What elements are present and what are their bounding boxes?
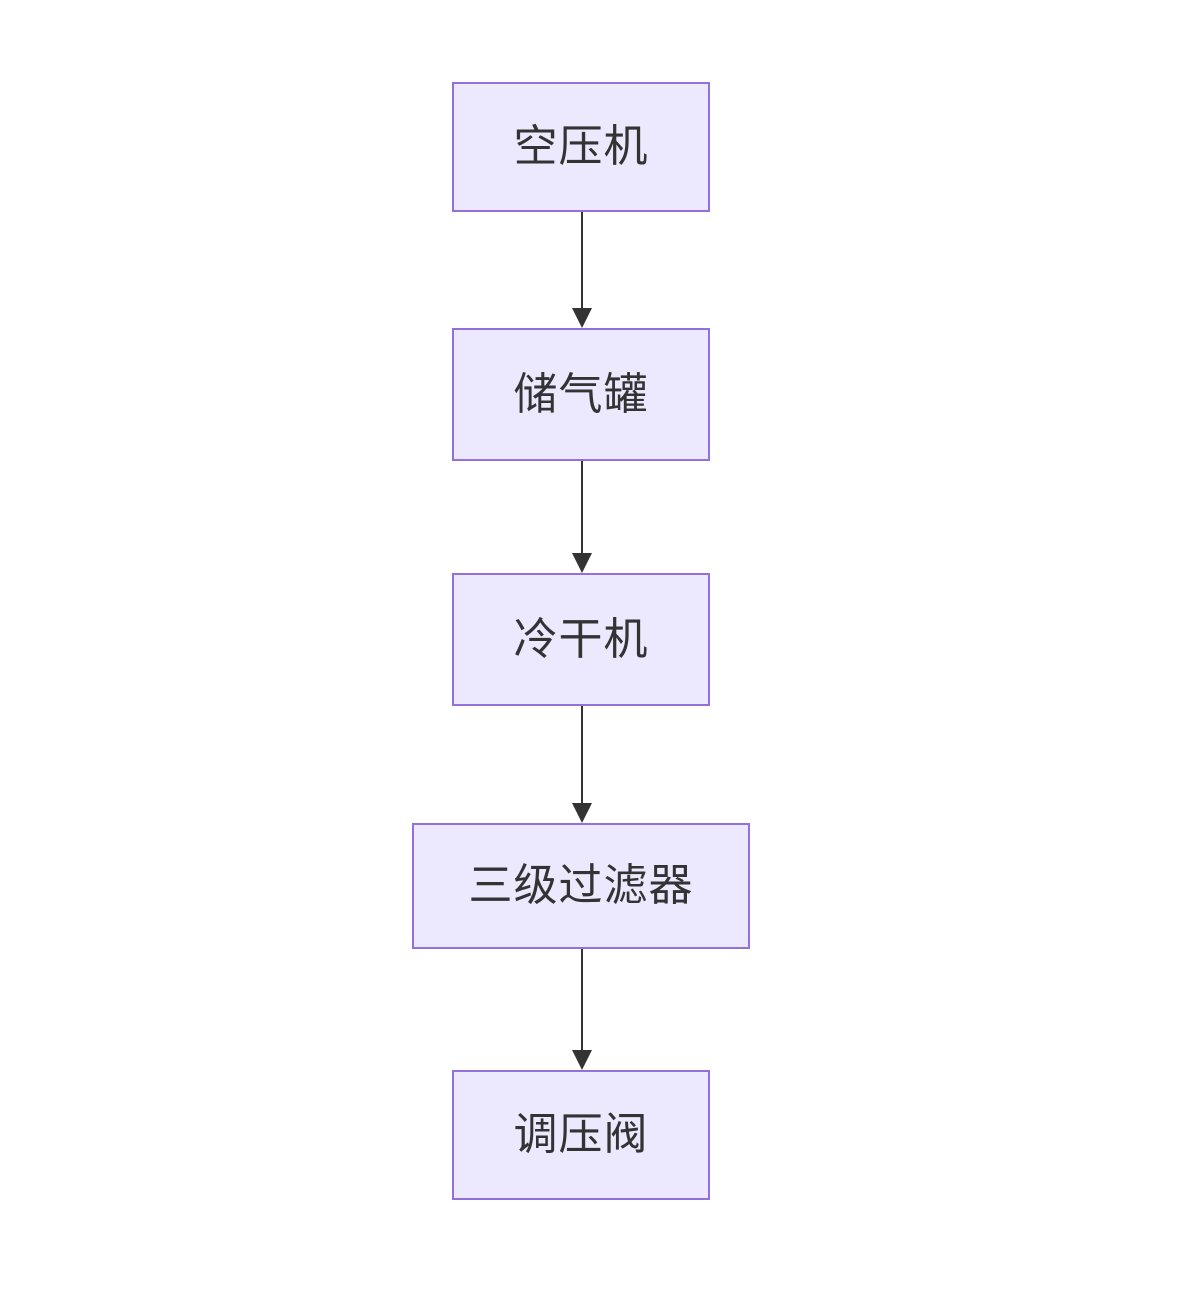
flow-node-air-compressor[interactable]: 空压机 — [452, 82, 710, 212]
arrow-head-icon — [572, 1050, 592, 1070]
flow-node-label: 储气罐 — [513, 369, 649, 419]
flow-node-label: 调压阀 — [513, 1110, 649, 1159]
flow-node-label: 冷干机 — [513, 614, 649, 664]
arrow-head-icon — [572, 308, 592, 328]
edge-n1-n2 — [572, 212, 592, 328]
arrow-head-icon — [572, 553, 592, 573]
flow-node-three-stage-filter[interactable]: 三级过滤器 — [412, 823, 750, 949]
flow-node-air-tank[interactable]: 储气罐 — [452, 328, 710, 461]
flow-node-refrigerated-dryer[interactable]: 冷干机 — [452, 573, 710, 706]
edge-n3-n4 — [572, 706, 592, 823]
arrow-head-icon — [572, 803, 592, 823]
edge-n2-n3 — [572, 461, 592, 573]
flow-node-label: 空压机 — [513, 122, 649, 171]
flow-node-pressure-regulating-valve[interactable]: 调压阀 — [452, 1070, 710, 1200]
flow-node-label: 三级过滤器 — [468, 861, 694, 910]
edge-n4-n5 — [572, 949, 592, 1070]
